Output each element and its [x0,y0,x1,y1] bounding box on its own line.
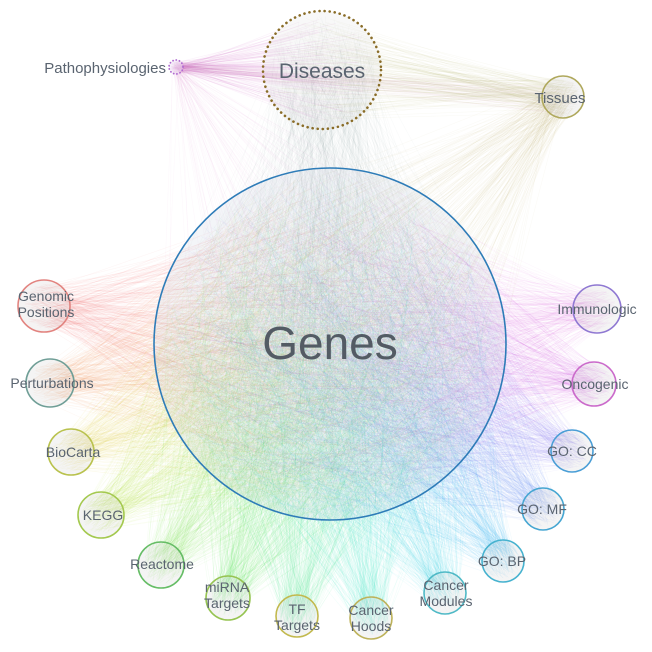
edge-bundle-diseases--genes [160,15,499,513]
node-circle-cancer_modules[interactable] [423,571,467,615]
node-layer [17,9,622,640]
edge-bundle-cancer_modules--genes [163,183,496,611]
edge-layer [23,15,618,635]
node-circle-genomic_positions[interactable] [17,279,71,333]
edge-bundle-oncogenic--genes [166,173,613,510]
edge-bundle-kegg--genes [81,177,496,534]
node-circle-perturbations[interactable] [25,358,75,408]
edge-bundle-cancer_hoods--genes [162,176,499,635]
node-circle-genes[interactable] [153,167,507,521]
edge-bundle-immunologic--genes [164,183,618,508]
edge-bundle-perturbations--genes [29,179,500,511]
node-circle-go_mf[interactable] [521,487,565,531]
node-circle-pathophysiologies[interactable] [168,59,184,75]
edge-bundle-tf_targets--genes [165,181,501,634]
edge-bundle-reactome--genes [142,175,499,584]
edge-bundle-pathophysiologies--tissues [171,61,580,115]
node-circle-tf_targets[interactable] [275,594,319,638]
edge-bundle-go_bp--genes [160,175,521,579]
node-circle-go_bp[interactable] [481,539,525,583]
edge-bundle-tissues--genes [160,79,581,513]
node-circle-mirna_targets[interactable] [205,575,251,621]
edge-bundle-mirna_targets--genes [164,175,500,617]
edge-bundle-biocarta--genes [51,176,493,508]
edge-bundle-go_cc--genes [166,174,590,514]
node-circle-cancer_hoods[interactable] [349,596,393,640]
node-circle-biocarta[interactable] [47,428,95,476]
node-circle-go_cc[interactable] [550,429,594,473]
node-circle-kegg[interactable] [77,491,125,539]
node-circle-reactome[interactable] [137,541,185,589]
edge-bundle-go_mf--genes [165,176,561,527]
node-circle-oncogenic[interactable] [571,361,617,407]
edge-bundle-genomic_positions--genes [23,173,494,503]
edge-bundle-tissues--diseases [269,18,581,122]
edge-bundle-pathophysiologies--genes [163,61,492,496]
node-circle-diseases[interactable] [261,9,383,131]
node-circle-immunologic[interactable] [572,284,622,334]
edge-bundle-pathophysiologies--diseases [170,18,375,125]
node-circle-tissues[interactable] [541,75,585,119]
node-label-pathophysiologies: Pathophysiologies [44,60,166,77]
